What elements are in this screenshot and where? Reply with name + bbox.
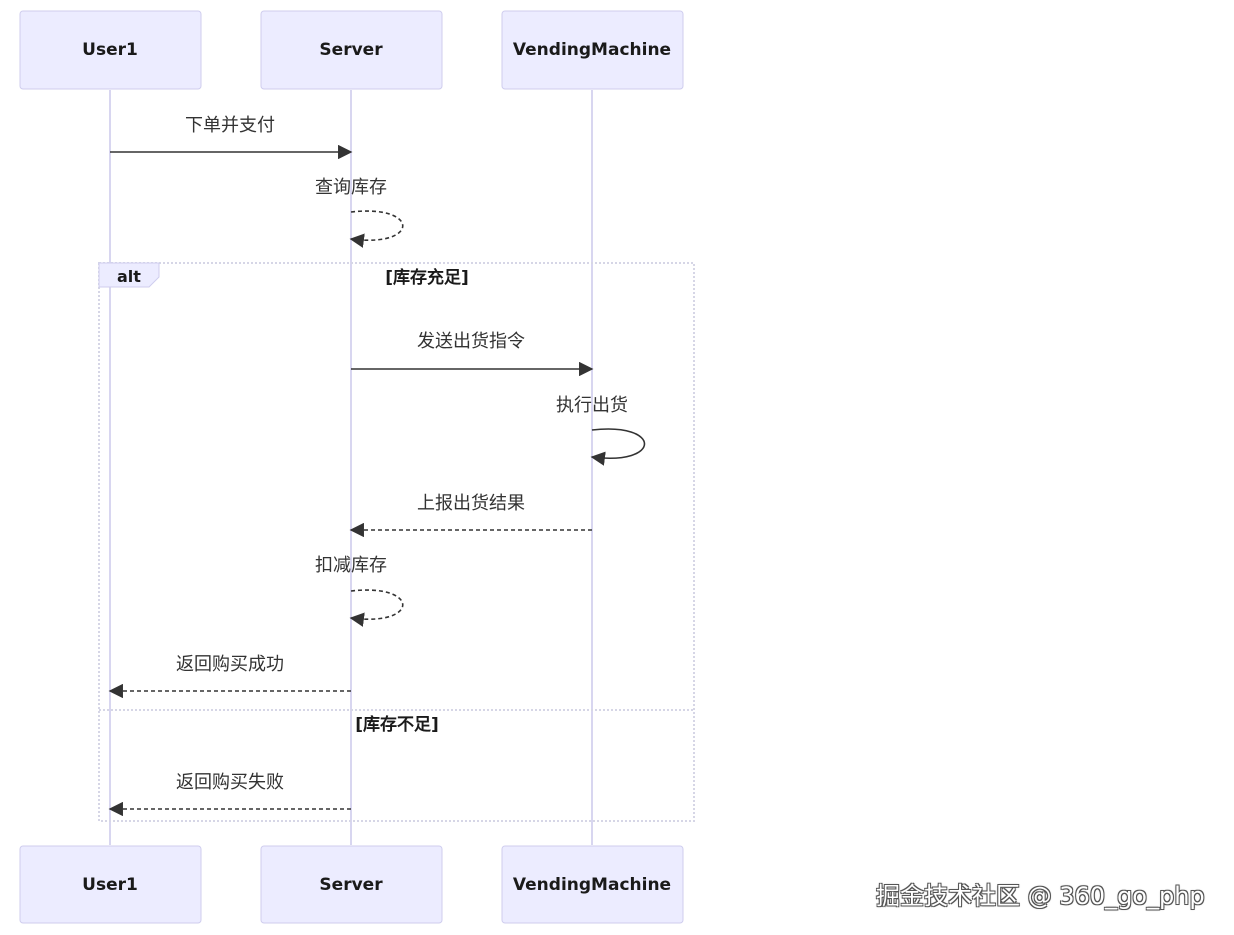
actor-server-bottom-label: Server bbox=[319, 875, 383, 895]
message-arrow-execute-dispense bbox=[590, 428, 646, 466]
message-arrow-query-stock bbox=[349, 210, 404, 248]
actor-server-top-label: Server bbox=[319, 40, 383, 60]
alt-label: alt bbox=[117, 267, 141, 286]
actor-vendingmachine-top bbox=[501, 10, 684, 90]
actor-user1-bottom-label: User1 bbox=[82, 875, 138, 895]
message-label-return-failure: 返回购买失败 bbox=[176, 772, 284, 793]
message-label-send-dispense: 发送出货指令 bbox=[417, 331, 525, 352]
message-label-report-result: 上报出货结果 bbox=[417, 493, 525, 514]
message-label-execute-dispense: 执行出货 bbox=[556, 395, 628, 416]
actor-user1-top-label: User1 bbox=[82, 40, 138, 60]
alt-condition-sufficient: [库存充足] bbox=[385, 267, 469, 288]
alt-tab bbox=[98, 262, 160, 288]
watermark-text: 掘金技术社区 @ 360_go_php bbox=[876, 882, 1205, 910]
actor-vendingmachine-bottom-label: VendingMachine bbox=[513, 875, 671, 895]
message-label-deduct-stock: 扣减库存 bbox=[315, 555, 387, 576]
actor-server-bottom bbox=[260, 845, 443, 924]
actor-vendingmachine-bottom bbox=[501, 845, 684, 924]
message-arrow-deduct-stock bbox=[349, 589, 404, 627]
alt-frame bbox=[98, 262, 695, 822]
actor-server-top bbox=[260, 10, 443, 90]
actor-user1-top bbox=[19, 10, 202, 90]
message-label-query-stock: 查询库存 bbox=[315, 177, 387, 198]
actor-vendingmachine-top-label: VendingMachine bbox=[513, 40, 671, 60]
actor-user1-bottom bbox=[19, 845, 202, 924]
message-label-return-success: 返回购买成功 bbox=[176, 654, 284, 675]
message-label-place-order: 下单并支付 bbox=[185, 115, 275, 136]
alt-condition-insufficient: [库存不足] bbox=[355, 714, 439, 735]
